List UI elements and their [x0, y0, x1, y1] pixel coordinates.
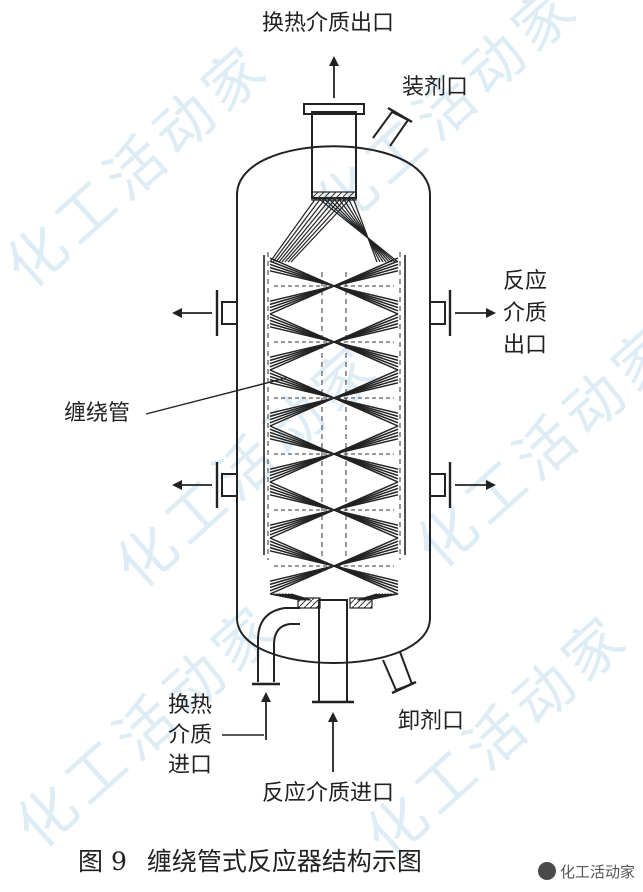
label-hx-inlet-3: 进口	[168, 753, 213, 778]
label-rx-outlet-3: 出口	[503, 333, 548, 358]
caption-title: 缠绕管式反应器结构示图	[146, 847, 422, 876]
side-nozzle-top-right	[430, 290, 452, 336]
rx-inlet-pipe	[318, 599, 348, 703]
label-coil: 缠绕管	[64, 401, 131, 426]
hx-inlet-pipe	[257, 607, 300, 682]
top-flange	[303, 103, 365, 115]
wound-coil-bundle	[267, 191, 401, 609]
brand-name: 化工活动家	[559, 863, 635, 881]
label-rx-outlet-2: 介质	[503, 301, 548, 326]
side-nozzle-bottom-right	[430, 462, 452, 508]
caption-number: 图 9	[78, 847, 127, 876]
side-nozzle-top-left	[215, 290, 237, 336]
label-catalyst-inlet: 装剂口	[402, 75, 469, 100]
reactor-shell	[236, 145, 431, 664]
side-nozzle-bottom-left	[215, 462, 237, 508]
label-hx-inlet-2: 介质	[168, 723, 213, 748]
brand-watermark: 化工活动家	[537, 861, 635, 882]
leader-coil	[145, 377, 287, 415]
label-rx-inlet: 反应介质进口	[262, 781, 395, 806]
label-catalyst-outlet: 卸剂口	[398, 709, 465, 734]
label-hx-outlet: 换热介质出口	[262, 11, 395, 36]
label-rx-outlet-1: 反应	[503, 269, 548, 294]
label-hx-inlet-1: 换热	[168, 693, 213, 718]
catalyst-outlet-nozzle	[382, 651, 414, 692]
top-pipe	[311, 111, 357, 199]
figure-caption: 图 9 缠绕管式反应器结构示图	[78, 842, 442, 878]
brand-logo-icon	[537, 862, 556, 880]
